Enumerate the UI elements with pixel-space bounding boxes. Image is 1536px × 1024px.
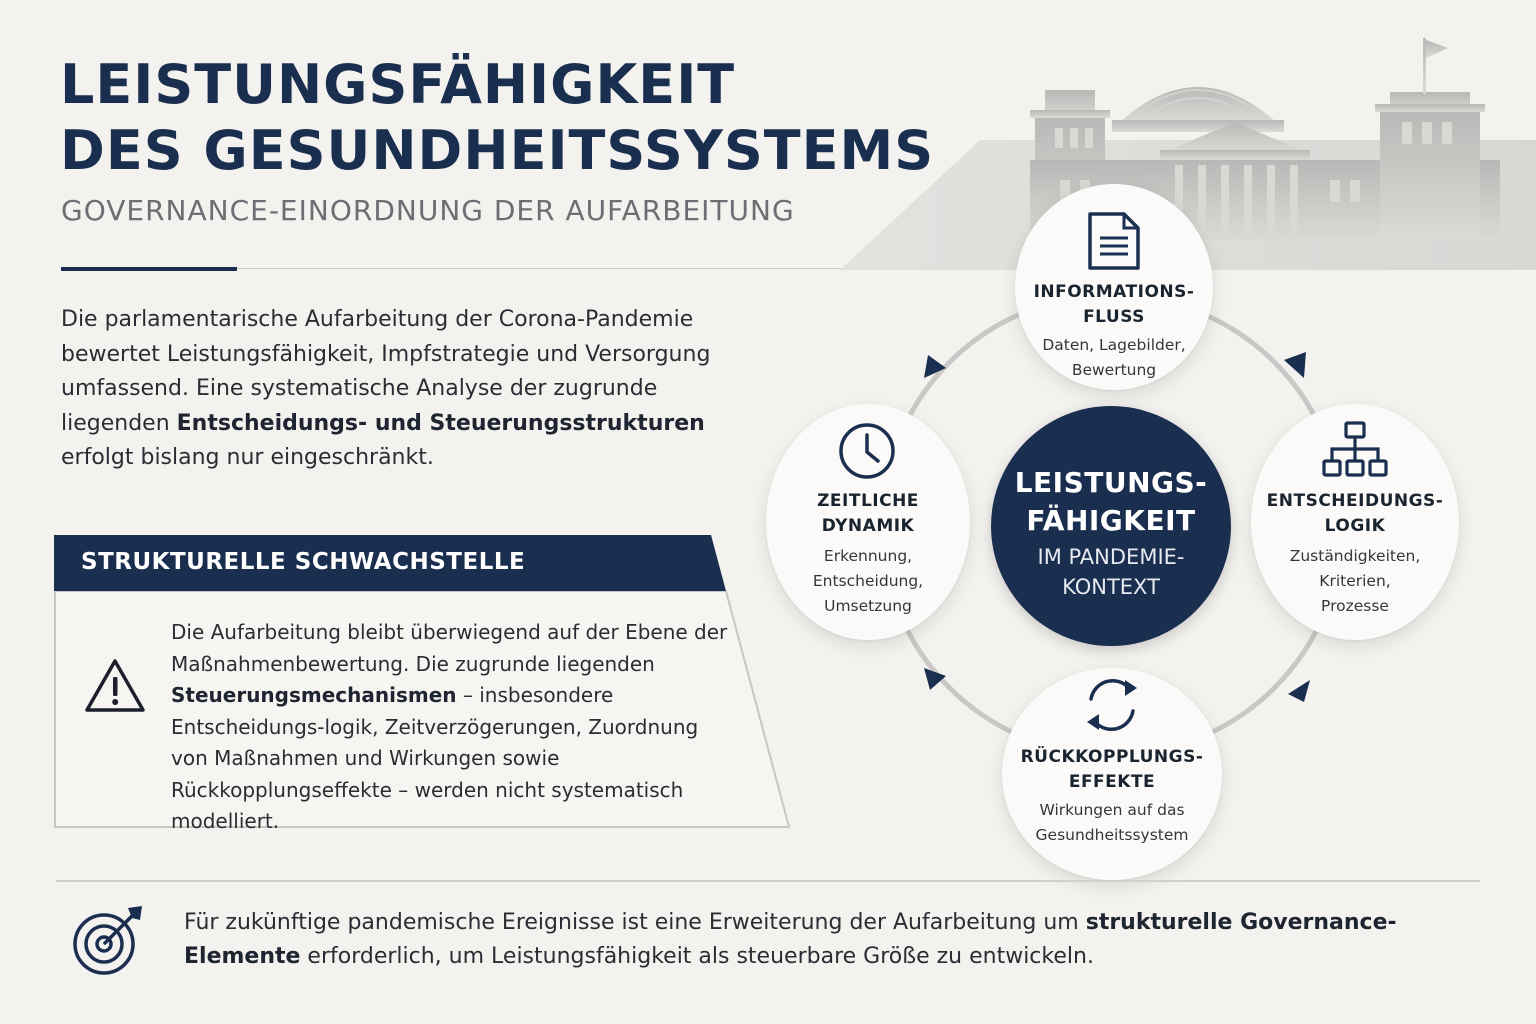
weakness-text-start: Die Aufarbeitung bleibt überwiegend auf … [171,620,728,676]
footer-emphasis: strukturelle Governance-Elemente [184,910,1397,969]
footer-text-end: erforderlich, um Leistungsfähigkeit als … [300,944,1094,969]
node-information-flow-title-1: INFORMATIONS- [1033,282,1195,302]
node-temporal-dynamics-desc-3: Umsetzung [824,597,912,615]
cycle-arrow-top-right [1284,352,1306,378]
cycle-arrow-bottom-left [924,668,946,690]
cycle-arrow-bottom-right [1288,680,1310,702]
node-information-flow: INFORMATIONS- FLUSS Daten, Lagebilder, B… [1015,184,1213,390]
hierarchy-icon [1322,421,1388,477]
cycle-arrow-top-left [924,355,946,378]
document-icon [1088,212,1140,270]
page-title: LEISTUNGSFÄHIGKEIT DES GESUNDHEITSSYSTEM… [60,52,934,184]
center-node-subtitle-2: KONTEXT [1062,575,1160,599]
weakness-panel-frame [54,590,791,828]
node-feedback-effects-desc-2: Gesundheitssystem [1035,826,1189,844]
center-node-performance: LEISTUNGS- FÄHIGKEIT IM PANDEMIE- KONTEX… [991,406,1231,646]
weakness-text: Die Aufarbeitung bleibt überwiegend auf … [171,617,731,838]
footer-conclusion: Für zukünftige pandemische Ereignisse is… [184,906,1484,974]
warning-triangle-icon [85,659,145,712]
node-decision-logic-desc-2: Kriterien, [1319,572,1391,590]
node-feedback-effects: RÜCKKOPPLUNGS- EFFEKTE Wirkungen auf das… [1002,668,1222,880]
node-feedback-effects-desc-1: Wirkungen auf das [1039,801,1185,819]
center-node-title-2: FÄHIGKEIT [1026,504,1196,537]
node-temporal-dynamics: ZEITLICHE DYNAMIK Erkennung, Entscheidun… [766,404,970,640]
clock-icon [839,423,895,479]
title-thin-rule [237,268,843,269]
node-temporal-dynamics-title-1: ZEITLICHE [817,491,919,511]
node-information-flow-title: INFORMATIONS- FLUSS [1015,280,1213,330]
cycle-arrows-icon [1087,679,1137,731]
node-information-flow-desc-1: Daten, Lagebilder, [1042,336,1186,354]
intro-text-end: erfolgt bislang nur eingeschränkt. [61,445,434,470]
intro-emphasis: Entscheidungs- und Steuerungsstrukturen [176,410,705,436]
node-decision-logic-title: ENTSCHEIDUNGS- LOGIK [1251,489,1459,539]
node-decision-logic-desc-3: Prozesse [1321,597,1389,615]
footer-divider [56,880,1480,882]
node-decision-logic-title-2: LOGIK [1324,516,1386,536]
page-title-line-2: DES GESUNDHEITSSYSTEMS [60,119,935,182]
weakness-emphasis: Steuerungsmechanismen [171,683,457,707]
page-subtitle: GOVERNANCE-EINORDNUNG DER AUFARBEITUNG [61,194,795,227]
intro-text: Die parlamentarische Aufarbeitung der Co… [61,307,711,436]
center-node-subtitle-1: IM PANDEMIE- [1037,545,1185,569]
center-node-title: LEISTUNGS- FÄHIGKEIT [991,464,1231,540]
footer-text-start: Für zukünftige pandemische Ereignisse is… [184,910,1086,935]
node-feedback-effects-title: RÜCKKOPPLUNGS- EFFEKTE [1002,745,1222,795]
node-temporal-dynamics-desc-1: Erkennung, [823,547,913,565]
node-feedback-effects-desc: Wirkungen auf das Gesundheitssystem [1002,798,1222,848]
node-temporal-dynamics-title: ZEITLICHE DYNAMIK [766,489,970,539]
node-temporal-dynamics-desc-2: Entscheidung, [812,572,924,590]
center-node-title-1: LEISTUNGS- [1014,466,1208,499]
node-temporal-dynamics-title-2: DYNAMIK [821,516,915,536]
node-decision-logic: ENTSCHEIDUNGS- LOGIK Zuständigkeiten, Kr… [1251,404,1459,640]
node-information-flow-title-2: FLUSS [1083,307,1145,327]
center-node-subtitle: IM PANDEMIE- KONTEXT [991,542,1231,602]
intro-paragraph: Die parlamentarische Aufarbeitung der Co… [61,303,751,476]
page-title-line-1: LEISTUNGSFÄHIGKEIT [60,53,736,116]
node-information-flow-desc: Daten, Lagebilder, Bewertung [1015,333,1213,383]
node-decision-logic-title-1: ENTSCHEIDUNGS- [1266,491,1444,511]
node-feedback-effects-title-1: RÜCKKOPPLUNGS- [1020,747,1204,767]
target-icon [73,906,142,975]
weakness-heading-bar [54,535,726,591]
title-accent-rule [61,267,237,271]
node-temporal-dynamics-desc: Erkennung, Entscheidung, Umsetzung [766,544,970,619]
node-decision-logic-desc-1: Zuständigkeiten, [1289,547,1421,565]
node-decision-logic-desc: Zuständigkeiten, Kriterien, Prozesse [1251,544,1459,619]
structural-weakness-panel: STRUKTURELLE SCHWACHSTELLE Die Aufarbeit… [54,535,794,833]
node-information-flow-desc-2: Bewertung [1071,361,1157,379]
node-feedback-effects-title-2: EFFEKTE [1068,772,1156,792]
weakness-heading: STRUKTURELLE SCHWACHSTELLE [81,549,526,575]
weakness-text-end: – insbesondere Entscheidungs-logik, Zeit… [171,683,699,833]
